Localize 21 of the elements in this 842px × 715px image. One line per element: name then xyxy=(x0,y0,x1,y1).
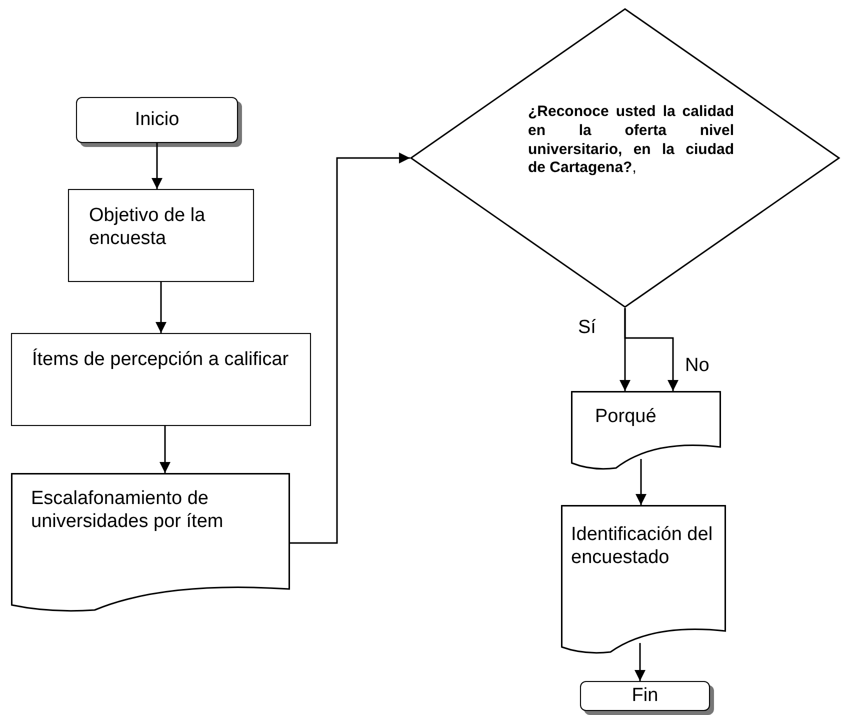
document-shape xyxy=(571,391,721,471)
node-label: Ítems de percepción a calificar xyxy=(32,348,289,372)
arrow xyxy=(160,426,170,473)
arrow xyxy=(624,308,678,391)
question-text: ¿Reconoce usted la calidad en la oferta nivel universitario, en la ciudad de Cartagena?, xyxy=(528,103,734,178)
node-label: Fin xyxy=(632,684,658,708)
arrow xyxy=(290,152,410,544)
decision-diamond xyxy=(410,8,840,308)
process-box xyxy=(11,333,311,426)
node-label: Escalafonamiento de universidades por ítem xyxy=(31,487,224,534)
process-box xyxy=(68,189,254,282)
arrow xyxy=(634,643,646,681)
document-shape xyxy=(11,473,290,613)
node-label: Inicio xyxy=(134,108,180,132)
node-label: Objetivo de la encuesta xyxy=(89,204,206,250)
node-label: Identificación del encuestado xyxy=(571,523,714,570)
node-label: Porqué xyxy=(595,405,656,428)
arrow xyxy=(152,143,162,189)
arrow xyxy=(636,459,646,505)
arrow xyxy=(156,282,166,333)
document-shape xyxy=(561,505,726,655)
